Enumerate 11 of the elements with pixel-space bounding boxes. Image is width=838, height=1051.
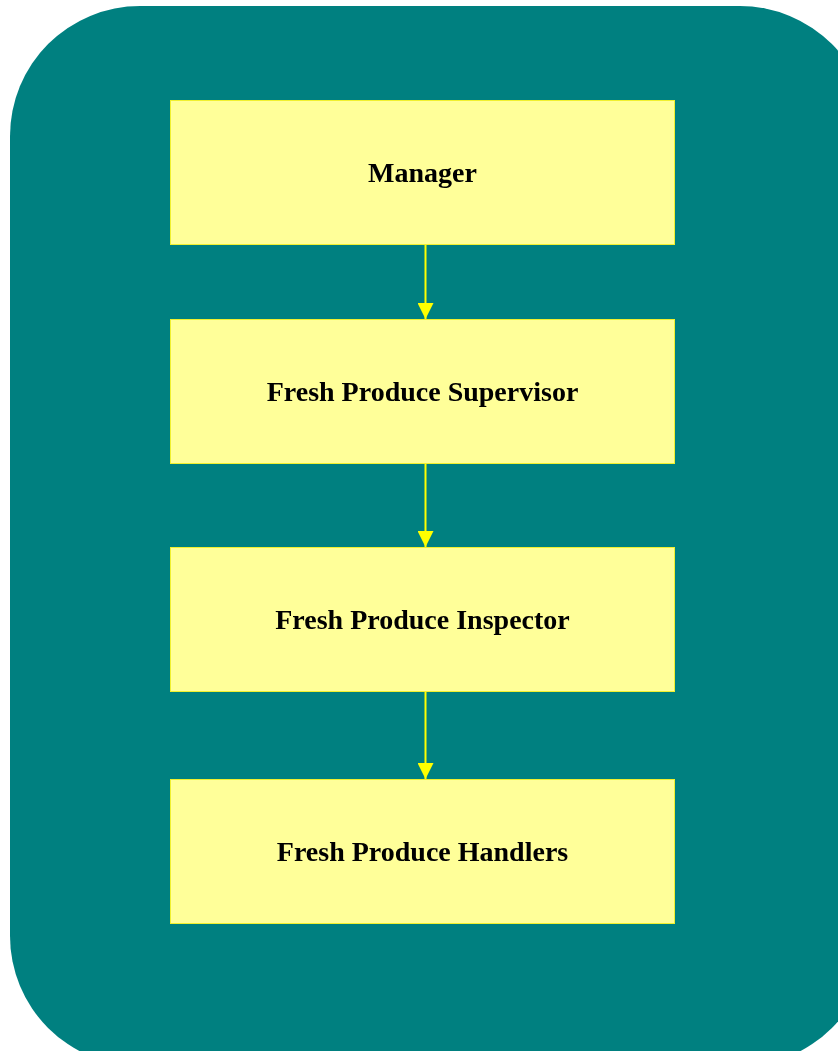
process-box <box>170 779 675 924</box>
arrow <box>417 691 434 780</box>
box-label: Manager <box>368 156 477 189</box>
process-box <box>170 100 675 245</box>
box-label: Fresh Produce Supervisor <box>266 375 579 408</box>
box-label: Fresh Produce Handlers <box>276 835 569 868</box>
box-label: Fresh Produce Inspector <box>275 603 570 636</box>
process-box <box>170 319 675 464</box>
arrow <box>417 244 434 320</box>
process-box <box>170 547 675 692</box>
arrow <box>417 463 434 548</box>
